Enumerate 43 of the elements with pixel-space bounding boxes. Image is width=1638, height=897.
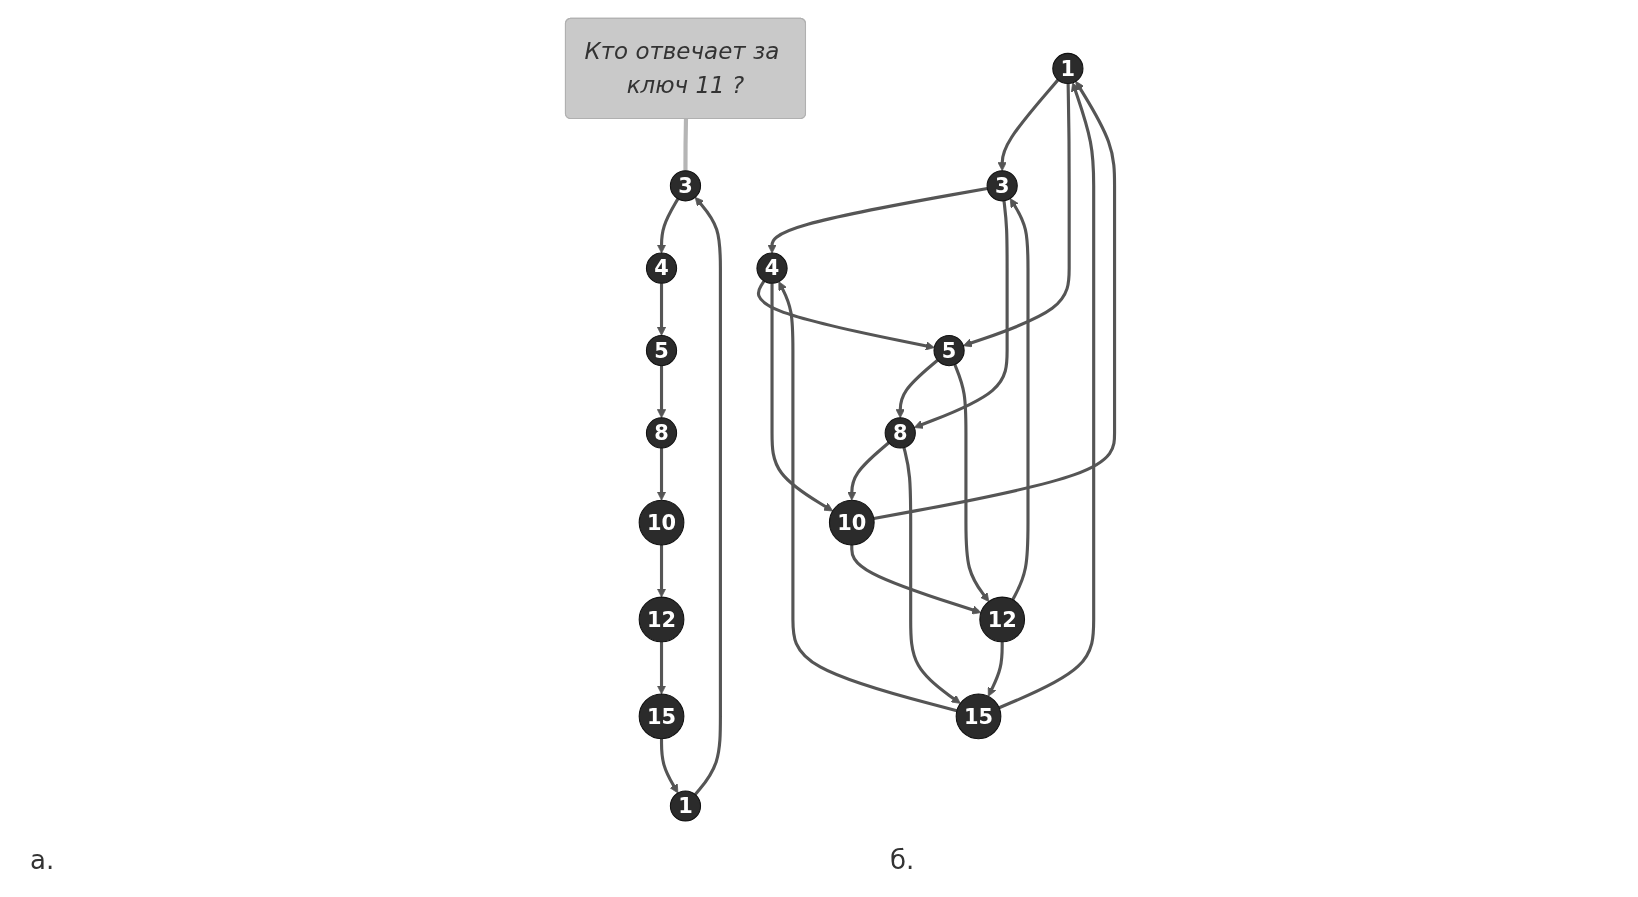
arrow: [953, 363, 990, 602]
arrow: [962, 83, 1071, 348]
arrow: [656, 283, 667, 336]
arrow: [850, 544, 982, 615]
arrow: [767, 186, 988, 254]
arrow: [756, 280, 935, 351]
arrow: [656, 448, 667, 501]
node-circle: 3: [986, 170, 1018, 202]
connector: [683, 119, 689, 171]
node-circle: 10: [638, 499, 685, 546]
node-circle: 1: [669, 790, 702, 822]
node-circle: 1: [1052, 52, 1084, 85]
panel-label: а.: [30, 845, 55, 875]
node-circle: 12: [979, 596, 1026, 643]
node-circle: 3: [669, 170, 702, 202]
node-circle: 8: [884, 417, 916, 449]
arrow: [656, 365, 667, 419]
panel-label: б.: [890, 845, 915, 875]
node-circle: 15: [955, 693, 1002, 740]
arrow: [997, 78, 1060, 172]
arrow: [913, 200, 1009, 429]
node-circle: 5: [933, 334, 965, 367]
arrow: [895, 359, 939, 419]
arrow: [873, 80, 1117, 521]
node-circle: 12: [638, 596, 685, 643]
arrow: [1009, 198, 1030, 601]
arrow: [770, 283, 834, 512]
node-circle: 4: [645, 252, 678, 284]
arrow: [656, 641, 667, 695]
node-circle: 5: [645, 334, 678, 367]
arrow: [778, 281, 958, 713]
node-circle: 15: [638, 693, 685, 740]
arrow: [694, 196, 722, 796]
arrow: [902, 447, 961, 704]
arrow: [987, 641, 1004, 697]
arrow: [998, 82, 1096, 710]
node-circle: 8: [645, 417, 678, 449]
arrow: [847, 441, 890, 501]
node-circle: 10: [828, 499, 875, 546]
arrow: [659, 738, 679, 794]
arrow: [656, 544, 667, 598]
node-circle: 4: [756, 252, 788, 284]
arrow: [656, 198, 680, 254]
